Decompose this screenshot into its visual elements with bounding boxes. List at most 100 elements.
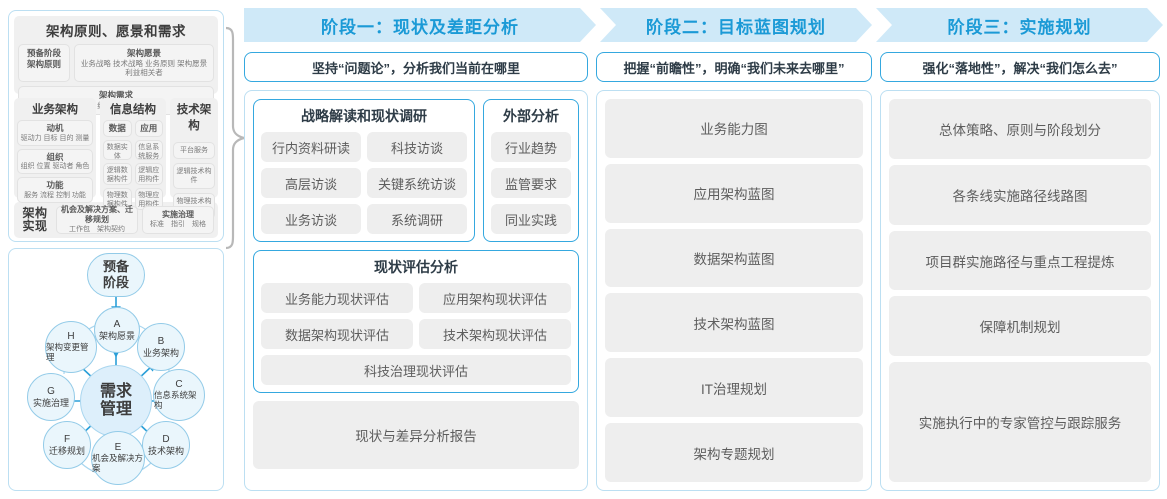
chip-item[interactable]: 行内资料研读 bbox=[261, 132, 361, 162]
architecture-vision-title: 架构愿景 bbox=[126, 48, 161, 58]
prep-phase-line2: 架构原则 bbox=[26, 58, 61, 69]
chip-item[interactable]: 科技治理现状评估 bbox=[261, 355, 571, 385]
adm-node-a-key: A bbox=[113, 319, 121, 331]
adm-preliminary-line1: 预备 bbox=[102, 259, 129, 275]
chip-item[interactable]: 应用架构蓝图 bbox=[605, 163, 863, 223]
opportunities-migration-title: 机会及解决方案、迁移规划 bbox=[61, 205, 134, 225]
chip-item[interactable]: 数据架构蓝图 bbox=[605, 228, 863, 288]
chip-item[interactable]: 业务能力现状评估 bbox=[261, 283, 413, 313]
adm-node-preliminary[interactable]: 预备 阶段 bbox=[87, 253, 145, 297]
adm-node-b-label: 业务架构 bbox=[142, 347, 179, 358]
adm-node-c-label: 信息系统架构 bbox=[154, 389, 197, 410]
chip-item[interactable]: 系统调研 bbox=[367, 204, 467, 234]
architecture-reference-panel: 架构原则、愿景和需求 预备阶段 架构原则 架构愿景 业务战略 技术战略 业务原则… bbox=[8, 10, 224, 242]
chip-item[interactable]: 应用架构现状评估 bbox=[419, 283, 571, 313]
adm-node-b-key: B bbox=[157, 336, 165, 348]
application-item-0: 信息系统服务 bbox=[138, 143, 160, 160]
implementation-governance-items: 标准 指引 规格 bbox=[150, 221, 207, 229]
chip-item[interactable]: 行业趋势 bbox=[491, 132, 571, 162]
tech-item-0: 平台服务 bbox=[180, 147, 208, 154]
adm-node-e[interactable]: E 机会及解决方案 bbox=[91, 431, 145, 485]
motivation-box: 动机 驱动力 目标 目的 测量 bbox=[17, 120, 93, 146]
adm-node-h-key: H bbox=[67, 331, 75, 343]
chip-item[interactable]: 实施执行中的专家管控与跟踪服务 bbox=[889, 362, 1151, 482]
adm-center-line2: 管理 bbox=[99, 401, 132, 418]
motivation-items: 驱动力 目标 目的 测量 bbox=[20, 134, 90, 142]
chip-item[interactable]: 数据架构现状评估 bbox=[261, 319, 413, 349]
chip-item[interactable]: 保障机制规划 bbox=[889, 296, 1151, 357]
phase-header-1[interactable]: 阶段一：现状及差距分析 bbox=[244, 8, 596, 42]
adm-node-a[interactable]: A 架构愿景 bbox=[94, 307, 140, 353]
adm-node-g-label: 实施治理 bbox=[32, 397, 69, 408]
phase-2-items: 业务能力图 应用架构蓝图 数据架构蓝图 技术架构蓝图 IT治理规划 架构专题规划 bbox=[605, 99, 863, 482]
adm-center-line1: 需求 bbox=[99, 382, 132, 400]
adm-node-b[interactable]: B 业务架构 bbox=[137, 323, 185, 371]
card-current-state-assessment-items: 业务能力现状评估 应用架构现状评估 数据架构现状评估 技术架构现状评估 科技治理… bbox=[261, 283, 571, 385]
adm-node-d-label: 技术架构 bbox=[147, 445, 184, 456]
phase-body-3: 总体策略、原则与阶段划分 各条线实施路径线路图 项目群实施路径与重点工程提炼 保… bbox=[880, 90, 1160, 491]
phase-body-1: 战略解读和现状调研 行内资料研读 科技访谈 高层访谈 关键系统访谈 业务访谈 系… bbox=[244, 90, 588, 491]
phase-header-3-label: 阶段三：实施规划 bbox=[947, 17, 1092, 37]
phase-subtitle-2[interactable]: 把握“前瞻性”，明确“我们未来去哪里” bbox=[596, 52, 872, 82]
opportunities-migration-items: 工作包 架构契约 bbox=[69, 226, 126, 234]
chip-item[interactable]: 各条线实施路径线路图 bbox=[889, 164, 1151, 225]
function-items: 服务 流程 控制 功能 bbox=[24, 192, 86, 200]
information-structure-title: 信息结构 bbox=[110, 104, 156, 116]
chip-item[interactable]: 监管要求 bbox=[491, 168, 571, 198]
adm-node-e-key: E bbox=[114, 442, 122, 454]
phase-header-3[interactable]: 阶段三：实施规划 bbox=[876, 8, 1163, 42]
chip-item[interactable]: IT治理规划 bbox=[605, 358, 863, 418]
realization-label: 架构实现 bbox=[22, 205, 48, 233]
chip-item[interactable]: 科技访谈 bbox=[367, 132, 467, 162]
card-external-analysis-title: 外部分析 bbox=[503, 108, 559, 124]
adm-node-f-key: F bbox=[63, 434, 71, 446]
chip-item[interactable]: 业务访谈 bbox=[261, 204, 361, 234]
phase-body-2: 业务能力图 应用架构蓝图 数据架构蓝图 技术架构蓝图 IT治理规划 架构专题规划 bbox=[596, 90, 872, 491]
chip-item[interactable]: 总体策略、原则与阶段划分 bbox=[889, 99, 1151, 159]
reference-panel-title: 架构原则、愿景和需求 bbox=[46, 24, 186, 39]
phase-header-2[interactable]: 阶段二：目标蓝图规划 bbox=[600, 8, 872, 42]
data-item-1: 逻辑数据构件 bbox=[106, 166, 128, 183]
adm-node-d[interactable]: D 技术架构 bbox=[142, 421, 190, 469]
phase-3-chevron-shape bbox=[876, 8, 1163, 42]
adm-node-f-label: 迁移规划 bbox=[48, 445, 85, 456]
function-box: 功能 服务 流程 控制 功能 bbox=[17, 177, 93, 204]
application-subcolumn: 应用 信息系统服务 逻辑应用构件 物理应用构件 bbox=[134, 120, 163, 210]
adm-node-a-label: 架构愿景 bbox=[98, 330, 135, 341]
adm-node-g[interactable]: G 实施治理 bbox=[27, 373, 75, 421]
business-architecture-title: 业务架构 bbox=[32, 104, 78, 116]
chip-item[interactable]: 架构专题规划 bbox=[605, 423, 863, 482]
organization-title: 组织 bbox=[46, 151, 64, 162]
adm-node-f[interactable]: F 迁移规划 bbox=[43, 421, 91, 469]
application-title: 应用 bbox=[140, 123, 158, 133]
function-title: 功能 bbox=[46, 180, 64, 191]
technology-architecture-column: 技术架构 平台服务 逻辑技术构件 物理技术构件 bbox=[170, 98, 218, 220]
information-structure-column: 信息结构 数据 数据实体 逻辑数据构件 物理数据构件 应用 信息系统服务 逻辑应… bbox=[100, 98, 166, 210]
data-title: 数据 bbox=[108, 123, 126, 133]
chip-item[interactable]: 业务能力图 bbox=[605, 99, 863, 158]
phase-subtitle-1[interactable]: 坚持“问题论”，分析我们当前在哪里 bbox=[244, 52, 588, 82]
application-item-1: 逻辑应用构件 bbox=[138, 166, 160, 183]
chip-item[interactable]: 技术架构蓝图 bbox=[605, 293, 863, 353]
adm-node-h[interactable]: H 架构变更管理 bbox=[45, 321, 97, 373]
implementation-governance-box: 实施治理 标准 指引 规格 bbox=[142, 206, 214, 234]
adm-node-c[interactable]: C 信息系统架构 bbox=[153, 369, 205, 421]
architecture-requirements-title: 架构需求 bbox=[98, 90, 133, 101]
chip-item[interactable]: 高层访谈 bbox=[261, 168, 361, 198]
phase-subtitle-3[interactable]: 强化“落地性”，解决“我们怎么去” bbox=[880, 52, 1160, 82]
chip-item[interactable]: 同业实践 bbox=[491, 204, 571, 234]
principles-vision-requirements-block: 架构原则、愿景和需求 预备阶段 架构原则 架构愿景 业务战略 技术战略 业务原则… bbox=[14, 16, 218, 115]
prep-phase-line1: 预备阶段 bbox=[26, 48, 61, 58]
chip-item[interactable]: 技术架构现状评估 bbox=[419, 319, 571, 349]
card-external-analysis: 外部分析 行业趋势 监管要求 同业实践 bbox=[483, 99, 579, 242]
phase-3-items: 总体策略、原则与阶段划分 各条线实施路径线路图 项目群实施路径与重点工程提炼 保… bbox=[889, 99, 1151, 482]
phase-header-1-label: 阶段一：现状及差距分析 bbox=[321, 17, 519, 37]
opportunities-migration-box: 机会及解决方案、迁移规划 工作包 架构契约 bbox=[56, 205, 139, 234]
application-item-2: 物理应用构件 bbox=[138, 191, 160, 208]
chip-item[interactable]: 关键系统访谈 bbox=[367, 168, 467, 198]
adm-node-center-requirements[interactable]: 需求 管理 bbox=[80, 365, 152, 437]
chip-item[interactable]: 项目群实施路径与重点工程提炼 bbox=[889, 230, 1151, 291]
phase-1-output-report[interactable]: 现状与差异分析报告 bbox=[253, 401, 579, 469]
phase-2-chevron-shape bbox=[600, 8, 872, 42]
